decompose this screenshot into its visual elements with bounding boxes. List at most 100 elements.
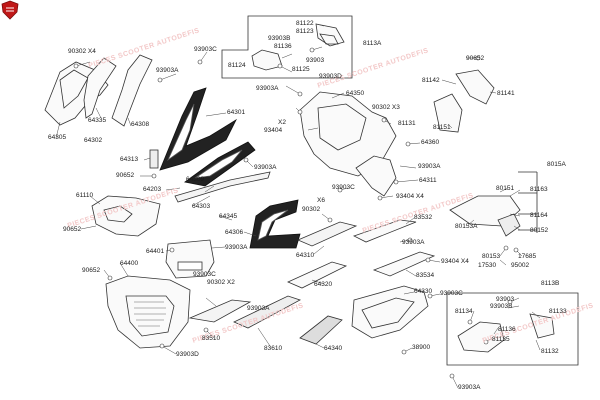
- panel-64335: [83, 57, 117, 119]
- part-label: 93903B: [268, 35, 291, 42]
- part-label: 64306: [225, 229, 244, 236]
- part-label: 64335: [88, 117, 107, 124]
- part-label: 64309: [186, 176, 205, 183]
- part-label: 64400: [120, 260, 139, 267]
- grille-lines: [134, 301, 166, 327]
- part-label: 93903C: [194, 46, 217, 53]
- fasteners: [73, 47, 519, 379]
- side-cover-64330: [351, 285, 429, 339]
- inner-body-detail: [317, 103, 367, 151]
- part-label: 38900: [412, 344, 431, 351]
- part-label: 93903: [496, 296, 515, 303]
- part-label: 93903A: [418, 163, 441, 170]
- part-label: 81135: [492, 336, 510, 343]
- part-label: 64311: [419, 177, 437, 184]
- part-label: 90652: [116, 172, 135, 179]
- part-label: 93903B: [490, 303, 513, 310]
- part-label: 17685: [518, 253, 537, 260]
- part-label: 83534: [416, 272, 435, 279]
- part-label: 81131: [398, 120, 416, 127]
- part-label: 64203: [143, 186, 162, 193]
- bracket-8015a: [518, 171, 538, 233]
- part-label: 93903C: [193, 271, 216, 278]
- part-label: 90302 X4: [68, 48, 96, 55]
- part-label: X6: [317, 197, 325, 204]
- part-label: 64301: [227, 109, 246, 116]
- part-label: 83532: [414, 214, 433, 221]
- part-81122-detail: [319, 33, 339, 45]
- glovebox-lid: [103, 205, 133, 223]
- front-cover-inner: [59, 69, 89, 109]
- part-label: 17530: [478, 262, 497, 269]
- part-label: 93903A: [225, 244, 248, 251]
- part-label: 8015A: [547, 161, 566, 168]
- part-label: 64330: [414, 288, 433, 295]
- part-label: 81125: [292, 66, 310, 73]
- part-64313: [149, 149, 159, 169]
- part-label: 61110: [76, 192, 94, 199]
- lower-panel-64309-inner: [194, 149, 243, 179]
- part-label: 8113B: [541, 280, 560, 287]
- part-label: 95002: [511, 262, 530, 269]
- center-panel-64301-inner: [167, 103, 195, 162]
- part-label: 93903A: [156, 67, 179, 74]
- part-label: 81142: [422, 77, 440, 84]
- part-label: 64340: [324, 345, 343, 352]
- part-label: 83510: [202, 335, 221, 342]
- part-81124: [251, 49, 283, 71]
- kit-box-8113a: [221, 15, 353, 79]
- part-label: 90302 X2: [207, 279, 235, 286]
- part-label: X2: [278, 119, 286, 126]
- part-label: 80151: [496, 185, 515, 192]
- part-81133: [529, 313, 555, 339]
- part-label: 81164: [530, 212, 548, 219]
- glovebox-61110: [91, 195, 161, 237]
- brand-shield-logo: [1, 0, 19, 20]
- part-label: 81124: [228, 62, 246, 69]
- part-label: 93903: [306, 57, 325, 64]
- part-64340: [299, 315, 343, 345]
- part-label: 8113A: [363, 40, 382, 47]
- part-label: 64303: [192, 203, 211, 210]
- strip-64320: [287, 261, 348, 289]
- part-label: 64345: [219, 213, 238, 220]
- strip-83510: [188, 299, 252, 323]
- part-label: 93903A: [247, 305, 270, 312]
- part-label: 93903D: [319, 73, 342, 80]
- lower-front-64400: [105, 275, 191, 349]
- side-panel-64306: [249, 199, 301, 249]
- part-label: 81163: [530, 186, 548, 193]
- part-label: 64320: [314, 281, 333, 288]
- part-label: 90652: [466, 55, 485, 62]
- grille-frame: [125, 295, 175, 337]
- part-label: 93404 X4: [441, 258, 469, 265]
- part-label: 64313: [120, 156, 139, 163]
- panel-64308: [111, 54, 153, 127]
- strip-64310: [296, 221, 358, 247]
- part-label: 90302 X3: [372, 104, 400, 111]
- strip-64303: [174, 171, 271, 203]
- part-label: 81136: [274, 43, 292, 50]
- part-label: 93404 X4: [396, 193, 424, 200]
- part-label: 64308: [131, 121, 150, 128]
- inner-body-64350: [299, 91, 397, 177]
- strip-83532: [352, 219, 417, 243]
- part-label: 64350: [346, 90, 365, 97]
- part-label: 83610: [264, 345, 283, 352]
- part-label: 93903C: [440, 290, 463, 297]
- part-label: 93903A: [254, 164, 277, 171]
- side-panel-64306-inner: [257, 209, 289, 241]
- side-cover-detail: [361, 297, 415, 329]
- part-label: 93404: [264, 127, 283, 134]
- part-label: 80153A: [455, 223, 478, 230]
- part-80152: [497, 213, 521, 237]
- part-label: 90302: [302, 206, 321, 213]
- part-label: 64360: [421, 139, 440, 146]
- floor-83610: [233, 295, 302, 329]
- part-label: 93903A: [256, 85, 279, 92]
- part-81134: [457, 321, 505, 353]
- part-label: 64401: [146, 248, 165, 255]
- part-label: 81122: [296, 20, 314, 27]
